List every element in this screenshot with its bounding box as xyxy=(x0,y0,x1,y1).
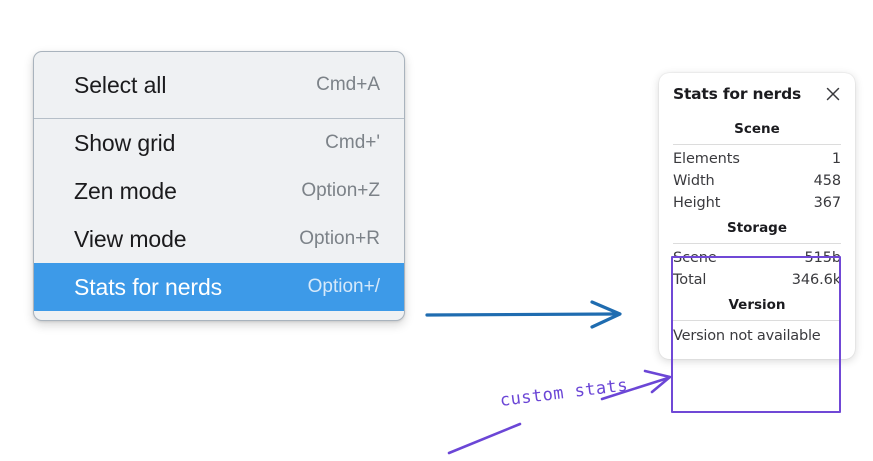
menu-item-shortcut: Option+/ xyxy=(307,276,380,297)
section-divider xyxy=(673,144,841,145)
menu-item-select-all[interactable]: Select all Cmd+A xyxy=(34,61,404,109)
stat-value: 367 xyxy=(813,195,841,211)
version-note: Version not available xyxy=(673,328,821,344)
menu-item-shortcut: Option+Z xyxy=(301,180,380,201)
menu-item-shortcut: Option+R xyxy=(299,228,380,249)
menu-item-show-grid[interactable]: Show grid Cmd+' xyxy=(34,119,404,167)
stat-row-width: Width 458 xyxy=(673,170,841,192)
section-heading-storage: Storage xyxy=(726,220,788,236)
page-title: Stats for nerds xyxy=(673,85,802,103)
menu-item-shortcut: Cmd+' xyxy=(325,132,380,153)
menu-item-label: View mode xyxy=(74,225,187,252)
menu-item-label: Zen mode xyxy=(74,177,177,204)
panel-header: Stats for nerds xyxy=(673,85,841,103)
menu-item-label: Stats for nerds xyxy=(74,273,223,300)
section-divider xyxy=(673,243,841,244)
menu-item-zen-mode[interactable]: Zen mode Option+Z xyxy=(34,167,404,215)
menu-item-shortcut: Cmd+A xyxy=(316,74,380,95)
section-heading-scene: Scene xyxy=(734,121,780,137)
stats-for-nerds-panel: Stats for nerds Scene Elements 1 Width 4… xyxy=(659,73,855,359)
stat-value: 515b xyxy=(804,250,842,266)
blue-arrow xyxy=(425,300,622,329)
stat-row-elements: Elements 1 xyxy=(673,148,841,170)
section-divider xyxy=(673,320,841,321)
stat-value: 458 xyxy=(813,173,841,189)
section-heading-version: Version xyxy=(728,297,786,313)
stat-row-storage-scene: Scene 515b xyxy=(673,247,841,269)
stat-key: Width xyxy=(673,173,715,189)
context-menu[interactable]: Select all Cmd+A Show grid Cmd+' Zen mod… xyxy=(33,51,405,321)
menu-item-label: Show grid xyxy=(74,129,176,156)
menu-group-2: Show grid Cmd+' Zen mode Option+Z View m… xyxy=(34,119,404,311)
stat-value: 346.6k xyxy=(791,272,841,288)
stat-key: Elements xyxy=(673,151,740,167)
menu-group-1: Select all Cmd+A xyxy=(34,61,404,109)
stat-row-height: Height 367 xyxy=(673,192,841,214)
stat-key: Scene xyxy=(673,250,717,266)
close-icon[interactable] xyxy=(825,86,841,102)
handwritten-annotation-label: custom stats xyxy=(498,375,630,411)
menu-item-view-mode[interactable]: View mode Option+R xyxy=(34,215,404,263)
stat-row-storage-total: Total 346.6k xyxy=(673,269,841,291)
purple-underline-stroke xyxy=(447,422,522,455)
stat-value: 1 xyxy=(831,151,841,167)
menu-separator xyxy=(34,118,404,119)
menu-item-stats-for-nerds[interactable]: Stats for nerds Option+/ xyxy=(34,263,404,311)
menu-item-label: Select all xyxy=(74,71,167,98)
stat-key: Total xyxy=(673,272,707,288)
stat-key: Height xyxy=(673,195,721,211)
